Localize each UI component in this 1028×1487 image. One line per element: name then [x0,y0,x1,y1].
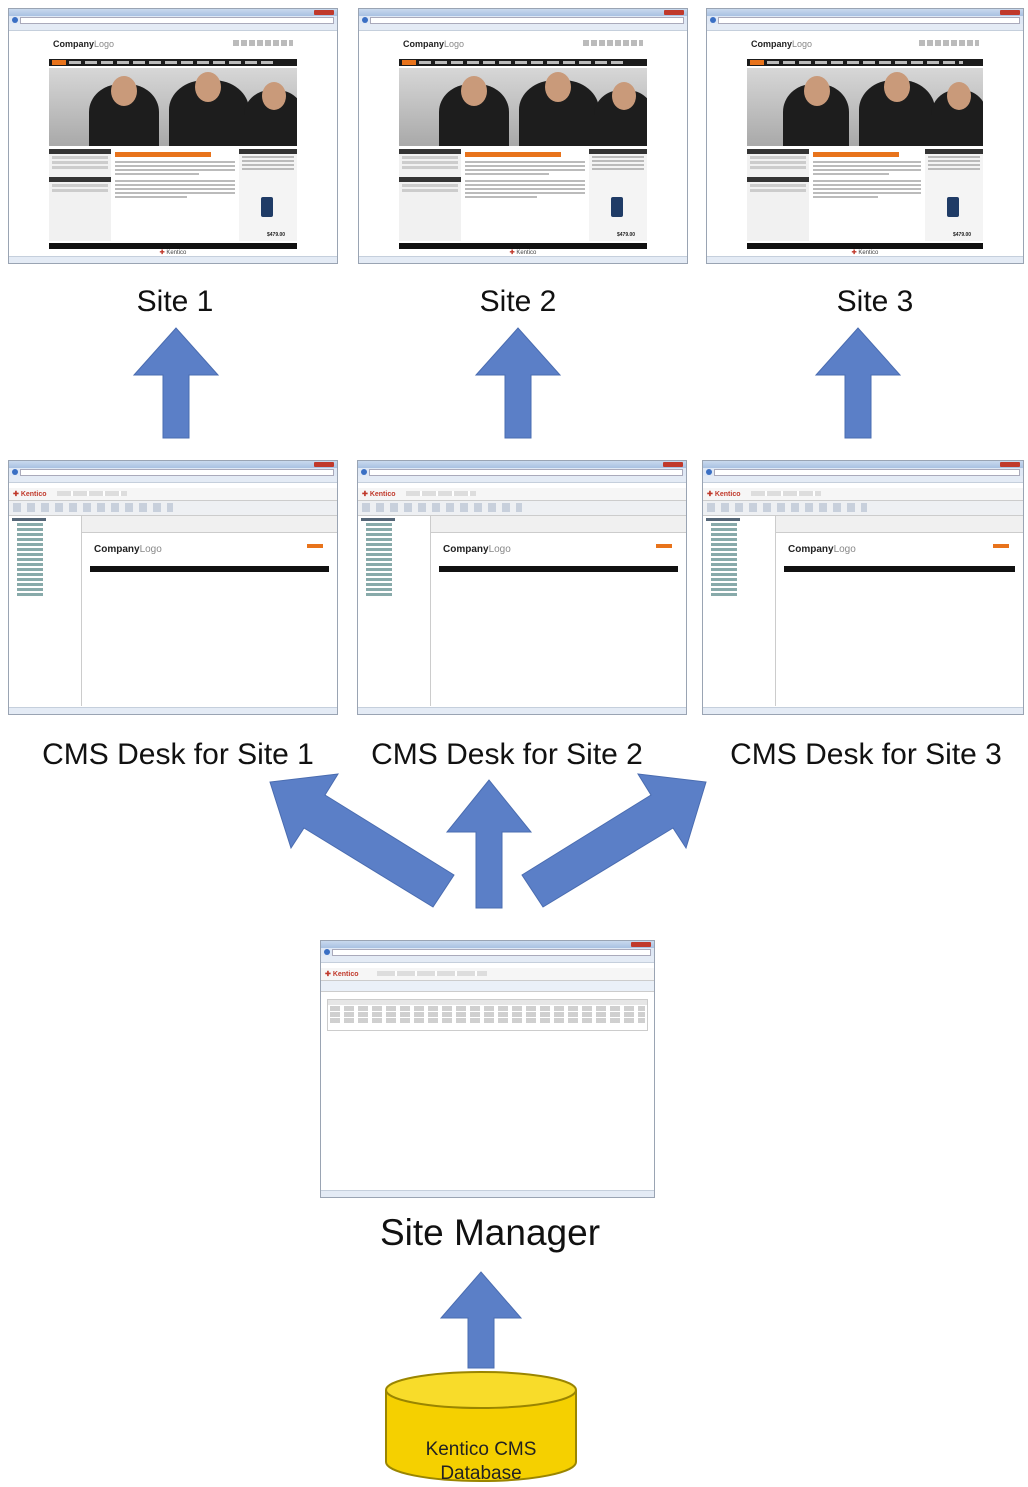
cms-desk1-screenshot: ✚ Kentico CompanyLogo [8,460,338,715]
site-nav [399,59,647,66]
site2-screenshot: CompanyLogo $479.00 ✚ Kentico [358,8,688,264]
arrow-database-to-manager [439,1271,523,1369]
hero-photo [747,68,983,146]
site-logo: CompanyLogo [53,39,115,49]
site1-screenshot: CompanyLogo $479.00 ✚ Kentico [8,8,338,264]
kentico-footer-logo: ✚ Kentico [509,250,537,256]
table-row [330,1012,645,1017]
hero-photo [399,68,647,146]
cms-desk2-screenshot: ✚ Kentico CompanyLogo [357,460,687,715]
site2-label: Site 2 [479,285,557,318]
kentico-logo: ✚ Kentico [13,491,47,498]
cms-desk3-screenshot: ✚ Kentico CompanyLogo [702,460,1024,715]
site-logo: CompanyLogo [751,39,813,49]
table-row [330,1018,645,1023]
site-nav [49,59,297,66]
table-row [330,1006,645,1011]
site-nav [747,59,983,66]
kentico-logo: ✚ Kentico [362,491,396,498]
database-cylinder [385,1371,577,1482]
site-logo: CompanyLogo [403,39,465,49]
site1-label: Site 1 [136,285,214,318]
hero-photo [49,68,297,146]
arrow-desk1-to-site1 [132,327,220,439]
cms-desk3-label: CMS Desk for Site 3 [730,738,1002,771]
phone-product-image [261,197,273,217]
arrow-desk3-to-site3 [814,327,902,439]
arrow-manager-to-desk1 [269,773,455,908]
site3-label: Site 3 [836,285,914,318]
site3-screenshot: CompanyLogo $479.00 ✚ Kentico [706,8,1024,264]
cms-desk2-label: CMS Desk for Site 2 [371,738,643,771]
arrow-desk2-to-site2 [474,327,562,439]
phone-product-image [611,197,623,217]
content-tree [9,516,82,706]
arrow-manager-to-desk3 [521,773,707,908]
content-tree [703,516,776,706]
kentico-footer-logo: ✚ Kentico [851,250,879,256]
sites-table [327,999,648,1031]
database-label: Kentico CMS Database [425,1439,537,1484]
content-tree [358,516,431,706]
site-manager-screenshot: ✚ Kentico [320,940,655,1198]
kentico-logo: ✚ Kentico [325,971,359,978]
kentico-logo: ✚ Kentico [707,491,741,498]
kentico-footer-logo: ✚ Kentico [159,250,187,256]
site-manager-label: Site Manager [379,1212,601,1253]
cms-desk1-label: CMS Desk for Site 1 [42,738,314,771]
phone-product-image [947,197,959,217]
arrow-manager-to-desk2 [445,779,533,909]
